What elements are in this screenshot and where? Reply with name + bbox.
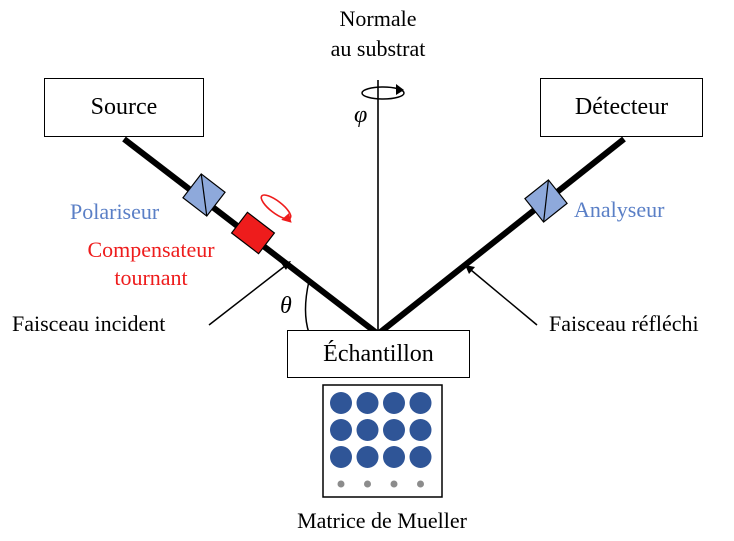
detector-label: Détecteur xyxy=(574,94,669,120)
azimuth-rotation-icon xyxy=(361,84,405,100)
matrix-element-dot xyxy=(356,446,379,468)
compensator-rotation-icon xyxy=(260,194,292,223)
normal-label-line2: au substrat xyxy=(330,36,426,62)
source-label: Source xyxy=(90,94,158,120)
theta-arc xyxy=(304,280,310,334)
polarizer-prism-icon xyxy=(182,173,226,217)
matrix-element-dot xyxy=(383,392,405,414)
incident-beam-label: Faisceau incident xyxy=(12,311,166,336)
matrix-continuation-dot xyxy=(364,480,371,488)
sample-label: Échantillon xyxy=(323,340,434,367)
analyzer-label: Analyseur xyxy=(574,197,665,222)
matrix-continuation-dot xyxy=(390,480,398,488)
reflected-beam xyxy=(376,136,626,337)
compensator-label: Compensateur tournant xyxy=(70,237,232,292)
compensator-label-line2: tournant xyxy=(114,265,188,291)
compensator-label-line1: Compensateur xyxy=(87,237,215,262)
source-box: Source xyxy=(44,78,204,137)
normal-label: Normale au substrat xyxy=(310,6,446,63)
normal-label-line1: Normale xyxy=(339,6,417,31)
matrix-element-dot xyxy=(330,419,352,441)
phi-symbol: φ xyxy=(354,102,368,128)
matrix-element-dot xyxy=(356,392,379,414)
matrix-element-dot xyxy=(330,446,352,468)
matrix-element-dot xyxy=(409,419,432,441)
matrix-element-dot xyxy=(409,446,432,468)
matrix-element-dot xyxy=(330,392,352,414)
reflected-pointer-arrow xyxy=(465,265,538,326)
compensator-icon xyxy=(230,211,276,255)
matrix-element-dot xyxy=(356,419,379,441)
analyzer-prism-icon xyxy=(524,179,568,223)
mueller-matrix-label: Matrice de Mueller xyxy=(297,508,467,533)
incident-pointer-arrow xyxy=(208,261,291,326)
detector-box: Détecteur xyxy=(540,78,703,137)
polarizer-label: Polariseur xyxy=(70,199,160,224)
matrix-element-dot xyxy=(383,419,405,441)
mueller-matrix-dots xyxy=(330,392,432,488)
theta-symbol: θ xyxy=(280,293,292,319)
matrix-element-dot xyxy=(409,392,432,414)
matrix-continuation-dot xyxy=(417,480,424,488)
matrix-element-dot xyxy=(383,446,405,468)
reflected-beam-label: Faisceau réfléchi xyxy=(549,311,699,336)
matrix-continuation-dot xyxy=(337,480,345,488)
sample-box: Échantillon xyxy=(287,330,470,378)
